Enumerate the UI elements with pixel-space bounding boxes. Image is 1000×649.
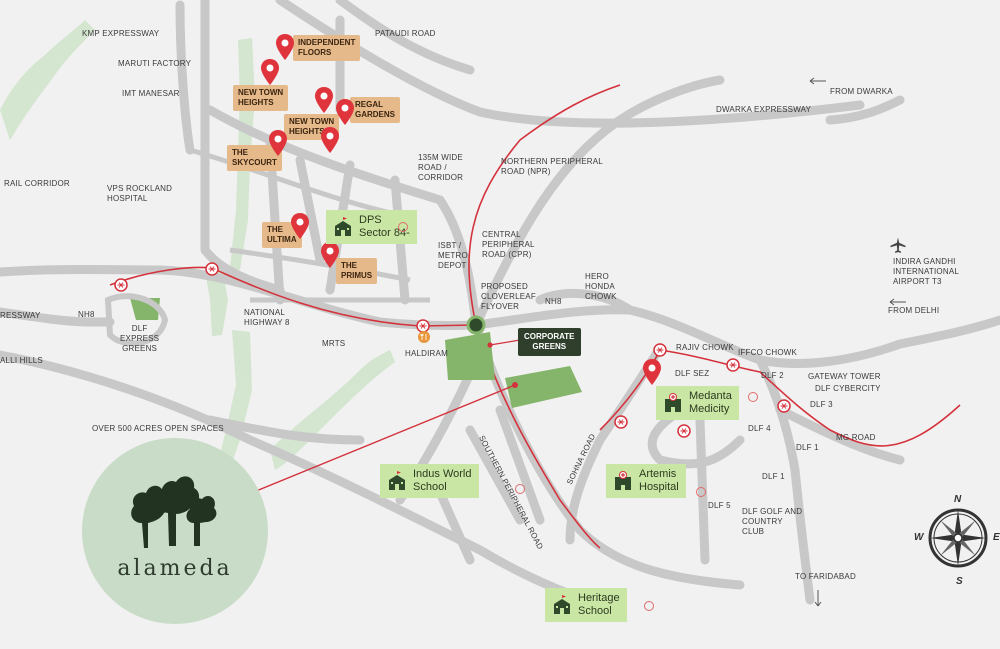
label-mg-road: MG ROAD [836, 433, 876, 442]
corporate-greens-label[interactable]: CORPORATE GREENS [518, 328, 581, 356]
marker-circle [398, 222, 408, 232]
metro-station-icon [653, 343, 667, 357]
label-to-faridabad: TO FARIDABAD [795, 572, 856, 581]
hospital-icon [665, 393, 681, 412]
school-icon [335, 217, 351, 236]
label-dlf-golf: DLF GOLF AND COUNTRY CLUB [742, 507, 803, 536]
trees-icon [131, 476, 217, 548]
label-dlf-cybercity: DLF CYBERCITY [815, 384, 881, 393]
label-dlf1-b: DLF 1 [762, 472, 785, 481]
map-pin-icon[interactable] [334, 98, 356, 126]
tag-regal-gardens[interactable]: REGAL GARDENS [350, 97, 401, 123]
minor-roads [189, 147, 430, 303]
tag-the-primus[interactable]: THE PRIMUS [336, 258, 378, 284]
marker-circle [748, 392, 758, 402]
place-medanta-label: Medanta Medicity [689, 390, 732, 415]
green-areas [104, 293, 582, 408]
compass-n: N [954, 494, 962, 505]
alameda-logo: alameda [82, 438, 268, 624]
label-hero-honda: HERO HONDA CHOWK [585, 272, 617, 301]
label-cloverleaf: PROPOSED CLOVERLEAF FLYOVER [481, 282, 536, 311]
marker-circle [696, 487, 706, 497]
label-npr: NORTHERN PERIPHERAL ROAD (NPR) [501, 157, 603, 176]
marker-circle [515, 484, 525, 494]
map-pin-icon[interactable] [313, 86, 335, 114]
label-alli-hills: ALLI HILLS [0, 356, 43, 365]
metro-station-icon [677, 424, 691, 438]
label-ressway: RESSWAY [0, 311, 41, 320]
tag-the-skycourt[interactable]: THE SKYCOURT [227, 145, 282, 171]
map-pin-icon[interactable] [319, 241, 341, 269]
hospital-icon [615, 471, 631, 490]
map-pin-icon[interactable] [267, 129, 289, 157]
place-heritage[interactable]: Heritage School [545, 588, 627, 622]
arrows [809, 77, 906, 607]
tag-new-town-heights-1[interactable]: NEW TOWN HEIGHTS [233, 85, 289, 111]
label-dlf2: DLF 2 [761, 371, 784, 380]
label-haldiram: HALDIRAM [405, 349, 448, 358]
place-medanta[interactable]: Medanta Medicity [656, 386, 739, 420]
place-artemis-label: Artemis Hospital [639, 468, 679, 493]
compass-rose-icon: N S W E [914, 494, 1000, 590]
label-mrts: MRTS [322, 339, 346, 348]
metro-station-icon [205, 262, 219, 276]
label-rail-corridor: RAIL CORRIDOR [4, 179, 70, 188]
tag-independent-floors[interactable]: INDEPENDENT FLOORS [293, 35, 361, 61]
map-pin-icon[interactable] [289, 212, 311, 240]
cloverleaf-node [466, 315, 486, 335]
map-pin-icon[interactable] [319, 126, 341, 154]
map-pin-icon[interactable] [274, 33, 296, 61]
label-maruti-factory: MARUTI FACTORY [118, 59, 192, 68]
place-indus[interactable]: Indus World School [380, 464, 479, 498]
label-imt-manesar: IMT MANESAR [122, 89, 180, 98]
marker-circle [644, 601, 654, 611]
place-artemis[interactable]: Artemis Hospital [606, 464, 686, 498]
label-dlf3: DLF 3 [810, 400, 833, 409]
school-icon [554, 595, 570, 614]
metro-station-icon [114, 278, 128, 292]
label-dlf-express: DLF EXPRESS GREENS [120, 324, 160, 353]
label-nh8-left: NH8 [78, 310, 95, 319]
place-heritage-label: Heritage School [578, 592, 620, 617]
label-igi-airport: INDIRA GANDHI INTERNATIONAL AIRPORT T3 [893, 257, 960, 286]
label-gateway-tower: GATEWAY TOWER [808, 372, 881, 381]
label-iffco-chowk: IFFCO CHOWK [738, 348, 798, 357]
compass-s: S [956, 576, 963, 587]
label-dwarka-expressway: DWARKA EXPRESSWAY [716, 105, 812, 114]
label-dlf4: DLF 4 [748, 424, 771, 433]
label-cpr: CENTRAL PERIPHERAL ROAD (CPR) [482, 230, 535, 259]
label-national-highway: NATIONAL HIGHWAY 8 [244, 308, 290, 327]
label-pataudi-road: PATAUDI ROAD [375, 29, 436, 38]
fork-knife-icon [418, 331, 430, 343]
logo-wordmark: alameda [117, 556, 233, 581]
label-isbt: ISBT / METRO DEPOT [438, 241, 468, 270]
compass-w: W [914, 532, 924, 543]
label-kmp-expressway: KMP EXPRESSWAY [82, 29, 160, 38]
airplane-icon [890, 237, 906, 253]
map-pin-icon[interactable] [641, 358, 663, 386]
label-vps-rockland: VPS ROCKLAND HOSPITAL [107, 184, 173, 203]
metro-station-icon [726, 358, 740, 372]
map-pin-icon[interactable] [259, 58, 281, 86]
label-135m-road: 135M WIDE ROAD / CORRIDOR [418, 153, 464, 182]
label-nh8-right: NH8 [545, 297, 562, 306]
label-open-spaces: OVER 500 ACRES OPEN SPACES [92, 424, 224, 433]
metro-station-icon [614, 415, 628, 429]
compass-e: E [993, 532, 1000, 543]
label-from-delhi: FROM DELHI [888, 306, 940, 315]
metro-station-icon [777, 399, 791, 413]
label-from-dwarka: FROM DWARKA [830, 87, 893, 96]
label-rajiv-chowk: RAJIV CHOWK [676, 343, 734, 352]
label-dlf1-a: DLF 1 [796, 443, 819, 452]
label-dlf-sez: DLF SEZ [675, 369, 710, 378]
place-indus-label: Indus World School [413, 468, 472, 493]
school-icon [389, 471, 405, 490]
label-dlf5: DLF 5 [708, 501, 731, 510]
